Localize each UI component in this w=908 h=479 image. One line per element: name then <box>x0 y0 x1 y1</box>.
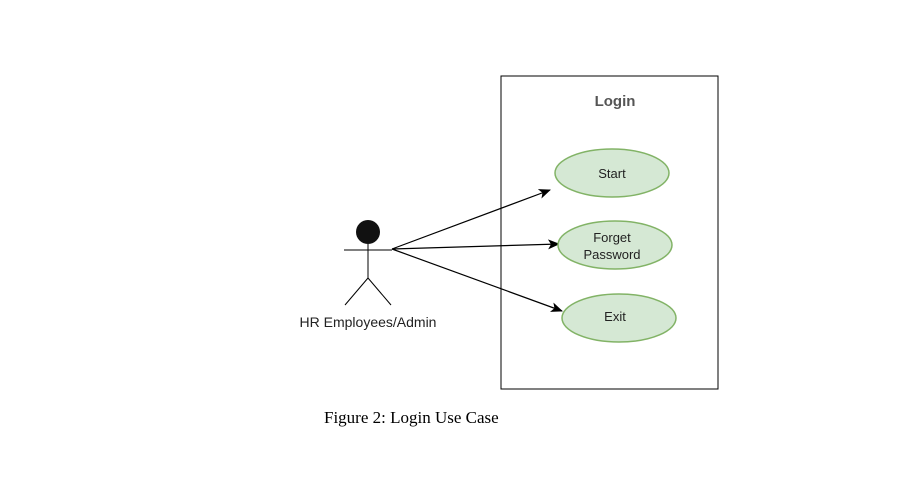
association-start <box>391 189 551 250</box>
use-case-forget-password: Forget Password <box>557 220 673 270</box>
figure-caption: Figure 2: Login Use Case <box>324 408 499 427</box>
actor-label: HR Employees/Admin <box>300 314 437 330</box>
use-case-forget-password-label-line1: Forget <box>593 230 631 245</box>
use-case-start-ellipse <box>554 148 670 198</box>
actor-right-leg <box>367 277 392 306</box>
system-boundary <box>500 75 719 390</box>
actor-head <box>356 220 380 244</box>
use-case-start-label: Start <box>598 166 626 181</box>
use-case-forget-password-ellipse <box>557 220 673 270</box>
use-case-exit-label: Exit <box>604 309 626 324</box>
association-exit <box>391 248 563 312</box>
use-case-start: Start <box>554 148 670 198</box>
actor-figure <box>344 220 392 306</box>
system-title: Login <box>595 93 636 110</box>
use-case-exit-ellipse <box>561 293 677 343</box>
association-forget-password <box>391 239 560 250</box>
use-case-exit: Exit <box>561 293 677 343</box>
use-case-forget-password-label-line2: Password <box>583 247 640 262</box>
actor-left-leg <box>344 277 369 306</box>
